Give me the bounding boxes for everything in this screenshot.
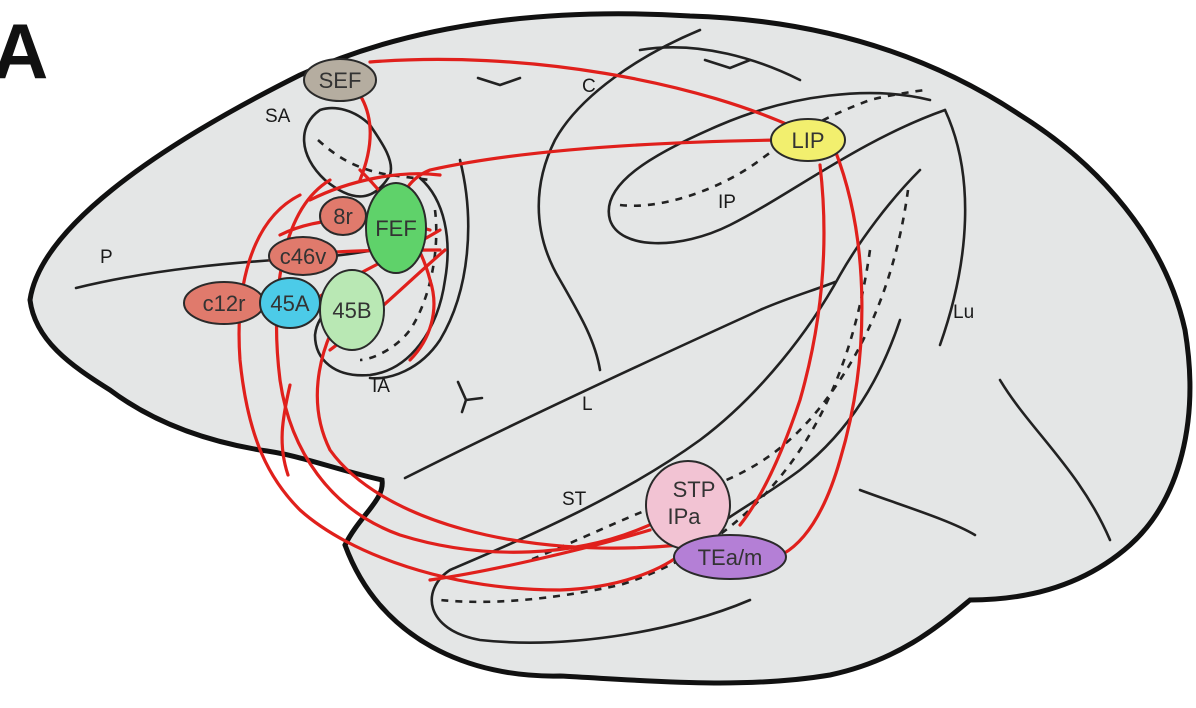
panel-label: A xyxy=(0,7,48,95)
label-lu: Lu xyxy=(953,302,974,323)
label-l: L xyxy=(582,394,593,415)
label-45b: 45B xyxy=(332,298,371,323)
label-ipa: IPa xyxy=(667,504,701,529)
label-lip: LIP xyxy=(791,128,824,153)
label-sa: SA xyxy=(265,106,291,127)
label-45a: 45A xyxy=(270,291,309,316)
label-c46v: c46v xyxy=(280,244,326,269)
label-ia: IA xyxy=(372,376,390,397)
label-p: P xyxy=(100,247,113,268)
label-ip: IP xyxy=(718,192,736,213)
label-8r: 8r xyxy=(333,204,353,229)
label-c12r: c12r xyxy=(203,291,246,316)
label-stp: STP xyxy=(673,477,716,502)
label-fef: FEF xyxy=(375,216,417,241)
label-tea-m: TEa/m xyxy=(698,545,763,570)
label-c: C xyxy=(582,76,596,97)
label-sef: SEF xyxy=(319,68,362,93)
label-st: ST xyxy=(562,489,587,510)
